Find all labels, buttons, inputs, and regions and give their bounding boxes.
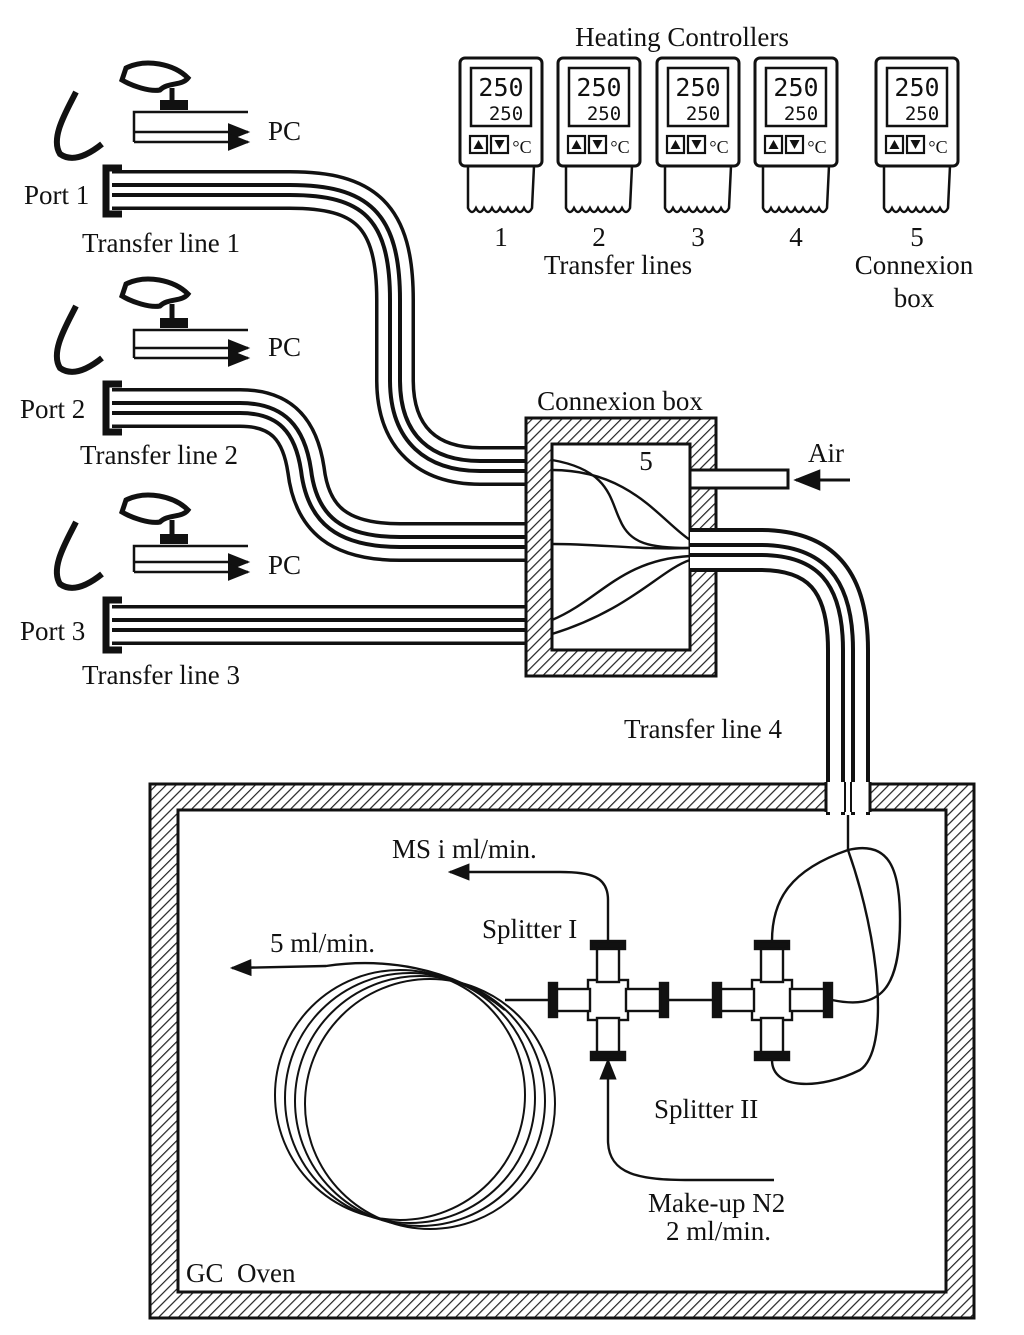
air-label: Air xyxy=(808,438,844,468)
gc-oven-label: GC Oven xyxy=(186,1258,296,1288)
makeup-flow-label: 2 ml/min. xyxy=(666,1216,771,1246)
valve-icon xyxy=(160,534,188,544)
transfer-line-1-tube xyxy=(112,170,555,486)
controller-display-bottom: 250 xyxy=(587,103,621,125)
heating-controller-3: 250 250 °C 3 xyxy=(655,56,741,252)
gc-oven xyxy=(148,782,976,1320)
port-label: Port 1 xyxy=(24,180,89,210)
capillary-column-coil xyxy=(274,969,556,1230)
splitter-lines xyxy=(447,815,902,1182)
makeup-n2-label: Make-up N2 xyxy=(648,1188,785,1218)
transfer-lines-label: Transfer lines xyxy=(544,250,692,280)
air-inlet: Air xyxy=(688,438,850,491)
controller-unit: °C xyxy=(512,137,531,157)
transfer-line-4-label: Transfer line 4 xyxy=(624,714,782,744)
heating-controller-4: 250 250 °C 4 xyxy=(753,56,839,252)
controller-display-bottom: 250 xyxy=(686,103,720,125)
pc-label: PC xyxy=(268,550,301,580)
port-2-assembly: PC Port 2 Transfer line 2 xyxy=(20,276,301,470)
pc-label: PC xyxy=(268,116,301,146)
heating-controller-5: 250 250 °C 5 xyxy=(874,56,960,252)
heating-controller-2: 250 250 °C 2 xyxy=(556,56,642,252)
port-3-assembly: PC Port 3 Transfer line 3 xyxy=(20,492,301,690)
column-flow-label: 5 ml/min. xyxy=(270,928,375,958)
controller-unit: °C xyxy=(610,137,629,157)
splitter-1-label: Splitter I xyxy=(482,914,577,944)
transfer-line-label: Transfer line 3 xyxy=(82,660,240,690)
controller-number: 4 xyxy=(789,222,803,252)
valve-icon xyxy=(160,318,188,328)
controller-number: 1 xyxy=(494,222,508,252)
controller-number: 2 xyxy=(592,222,606,252)
column-outlet-line xyxy=(229,958,506,1011)
controller-number: 5 xyxy=(910,222,924,252)
controller-display-bottom: 250 xyxy=(784,103,818,125)
port-label: Port 3 xyxy=(20,616,85,646)
connexion-box-controller-label-line1: Connexion xyxy=(855,250,974,280)
connexion-box-controller-label-line2: box xyxy=(894,283,935,313)
port-label: Port 2 xyxy=(20,394,85,424)
controller-unit: °C xyxy=(709,137,728,157)
pc-label: PC xyxy=(268,332,301,362)
controller-display-top: 250 xyxy=(576,73,621,102)
controller-display-top: 250 xyxy=(894,73,939,102)
splitter-1-icon xyxy=(547,939,670,1062)
splitter-2-icon xyxy=(711,939,834,1062)
splitter-2-label: Splitter II xyxy=(654,1094,758,1124)
valve-icon xyxy=(160,100,188,110)
heating-controller-1: 250 250 °C 1 xyxy=(458,56,544,252)
connexion-box-title: Connexion box xyxy=(537,386,703,416)
controller-display-top: 250 xyxy=(478,73,523,102)
controller-display-bottom: 250 xyxy=(489,103,523,125)
heating-controllers: 250 250 °C 1 250 250 °C 2 250 xyxy=(458,56,960,252)
controller-display-top: 250 xyxy=(773,73,818,102)
controller-unit: °C xyxy=(807,137,826,157)
internal-wiring xyxy=(551,458,691,636)
transfer-line-4-tube xyxy=(690,528,870,815)
port-1-assembly: PC Port 1 Transfer line 1 xyxy=(24,60,301,258)
controller-display-bottom: 250 xyxy=(905,103,939,125)
port-connector xyxy=(102,596,122,654)
operator-hand-icon xyxy=(53,304,104,375)
transfer-line-label: Transfer line 2 xyxy=(80,440,238,470)
operator-hand-icon xyxy=(53,520,104,591)
heating-controllers-title: Heating Controllers xyxy=(575,22,789,52)
transfer-line-label: Transfer line 1 xyxy=(82,228,240,258)
port-connector xyxy=(102,380,122,436)
controller-unit: °C xyxy=(928,137,947,157)
ms-flow-label: MS i ml/min. xyxy=(392,834,537,864)
connexion-box-number: 5 xyxy=(639,446,653,476)
controller-display-top: 250 xyxy=(675,73,720,102)
operator-hand-icon xyxy=(53,90,104,161)
port-connector xyxy=(102,164,122,218)
controller-number: 3 xyxy=(691,222,705,252)
transfer-line-2-tube xyxy=(112,388,555,562)
